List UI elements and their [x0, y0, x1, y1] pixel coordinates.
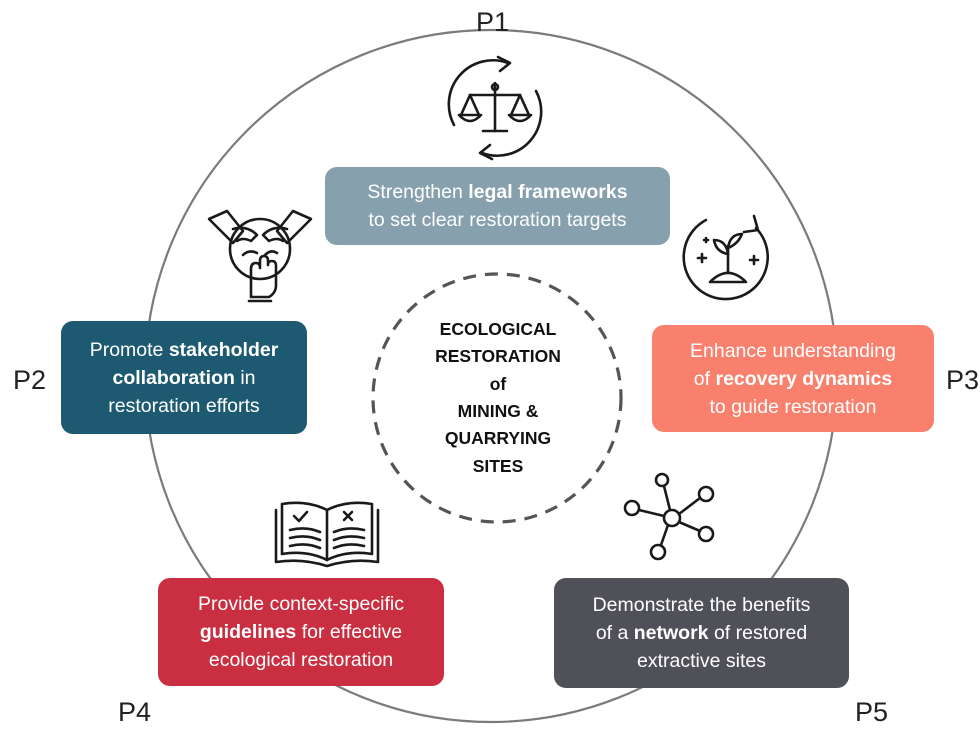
network-nodes-icon [623, 472, 715, 561]
p3-line3: to guide restoration [709, 395, 877, 418]
p1-label: P1 [476, 7, 510, 37]
p1-line2: to set clear restoration targets [368, 209, 627, 231]
p4-line3: ecological restoration [208, 649, 394, 671]
p2-text: Promote [89, 338, 169, 361]
p4-text-2: for effective [296, 621, 403, 643]
center-line: MINING & [457, 401, 539, 421]
p2-text-2: in [234, 366, 256, 389]
principle-box-p3: Enhance understanding of recovery dynami… [652, 325, 934, 432]
p5-label: P5 [855, 697, 889, 727]
p1-bold-text: legal frameworks [468, 181, 628, 203]
center-line: RESTORATION [435, 346, 561, 367]
p5-text-3: of restored [708, 622, 808, 644]
principle-box-p4: Provide context-specific guidelines for … [158, 578, 444, 686]
p4-line1: Provide context-specific [198, 593, 404, 615]
p1-text: Strengthen [367, 181, 469, 203]
p3-bold-text: recovery dynamics [715, 367, 893, 390]
p3-line2: of recovery dynamics [694, 365, 892, 393]
balance-scale-cycle-icon [447, 55, 543, 161]
p2-line1: Promote stakeholder [90, 336, 279, 364]
plant-growth-cycle-icon [682, 214, 770, 301]
p1-line1: Strengthen legal frameworks [367, 178, 627, 206]
center-line: of [489, 373, 507, 394]
p4-bold-text: guidelines [199, 621, 297, 643]
p2-bold-text: stakeholder [168, 338, 279, 361]
center-line: QUARRYING [444, 428, 552, 449]
p3-line1: Enhance understanding [690, 339, 896, 362]
p3-text-2: of [693, 367, 716, 390]
p4-label: P4 [118, 697, 152, 727]
center-title: ECOLOGICAL RESTORATION of MINING & QUARR… [398, 312, 598, 484]
p5-text-2: of a [595, 622, 634, 644]
principle-box-p5: Demonstrate the benefits of a network of… [554, 578, 849, 688]
p2-bold-text-2: collaboration [112, 366, 235, 389]
p5-bold-text: network [633, 622, 709, 644]
hands-together-icon [207, 209, 313, 303]
open-book-icon [274, 501, 380, 568]
p5-line3: extractive sites [637, 650, 766, 672]
center-line: ECOLOGICAL [439, 319, 557, 340]
principle-box-p2: Promote stakeholder collaboration in res… [61, 321, 307, 434]
center-line: SITES [472, 455, 524, 476]
p3-label: P3 [946, 365, 980, 395]
p4-line2: guidelines for effective [200, 618, 402, 646]
p5-line2: of a network of restored [596, 619, 807, 647]
p2-label: P2 [13, 365, 47, 395]
p5-line1: Demonstrate the benefits [592, 594, 811, 616]
p2-line2: collaboration in [112, 364, 255, 392]
center-dashed-circle [371, 272, 623, 524]
principle-box-p1: Strengthen legal frameworks to set clear… [325, 167, 670, 245]
p2-line3: restoration efforts [108, 394, 260, 417]
